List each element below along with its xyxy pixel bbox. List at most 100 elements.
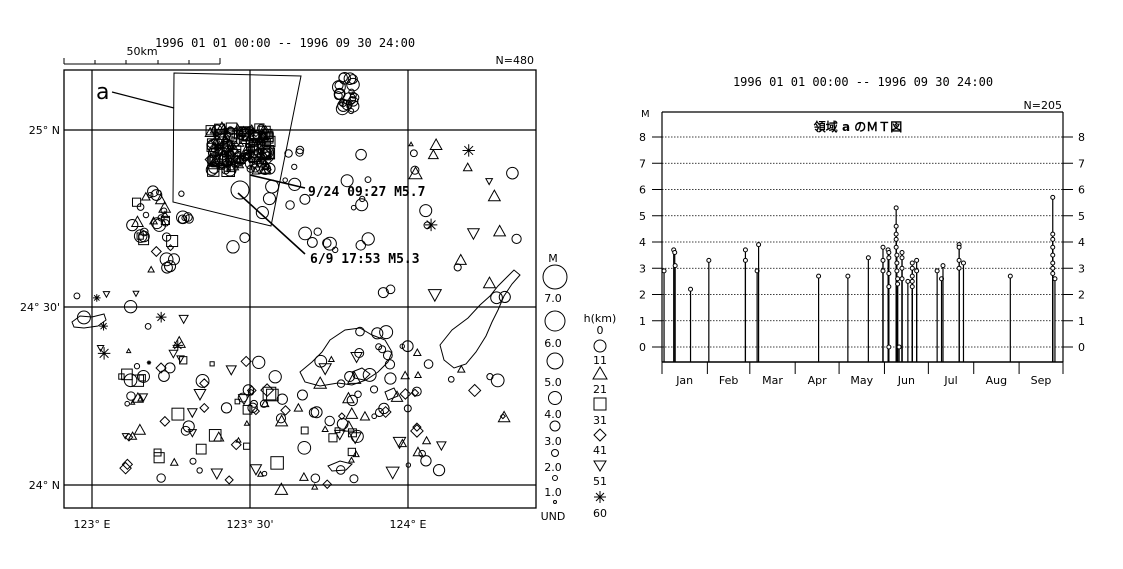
coastline-hateruma	[327, 460, 353, 472]
event-diamond	[232, 140, 240, 149]
event-circle	[355, 148, 367, 161]
event-square	[264, 132, 274, 142]
mt-event-point	[894, 260, 900, 266]
event-triangle	[125, 347, 132, 354]
event-triangle	[346, 370, 362, 384]
event-square	[263, 163, 270, 170]
mt-ytick-label-right: 5	[1078, 210, 1085, 223]
event-circle	[123, 299, 138, 314]
event-circle	[401, 340, 414, 353]
event-triangle	[293, 402, 304, 412]
event-triangle-down	[385, 466, 400, 480]
event-triangle-down	[485, 178, 494, 186]
event-triangle	[412, 446, 424, 457]
mt-title: 領域 a のＭＴ図	[813, 119, 902, 134]
lat-label: 24° N	[29, 479, 60, 492]
event-circle	[144, 323, 152, 330]
event-circle	[359, 195, 366, 203]
event-circle	[147, 185, 159, 198]
event-circle	[150, 189, 163, 201]
lat-label: 25° N	[29, 124, 60, 137]
coastline-ishigaki	[439, 269, 521, 369]
event-diamond	[256, 136, 265, 145]
region-a-label: a	[96, 80, 109, 105]
mt-month-label: May	[850, 374, 873, 387]
event-circle	[152, 218, 167, 232]
legend-square-icon	[593, 397, 607, 411]
event-diamond	[379, 405, 392, 419]
event-asterisk	[97, 347, 111, 360]
event-circle	[420, 455, 432, 467]
event-triangle	[218, 123, 229, 133]
event-circle	[218, 133, 231, 146]
event-circle	[314, 354, 328, 368]
event-square	[171, 407, 185, 421]
event-circle	[183, 212, 193, 222]
event-triangle	[226, 163, 237, 173]
event-diamond	[155, 362, 167, 374]
event-circle	[215, 136, 229, 150]
legend-diamond-icon	[593, 428, 607, 442]
legend-circle-icon	[593, 339, 607, 353]
mt-event-point	[880, 268, 886, 274]
mt-event-point	[956, 257, 962, 263]
mt-ytick-label-right: 2	[1078, 289, 1085, 302]
mt-event-point	[934, 268, 940, 274]
event-circle	[340, 174, 354, 188]
event-circle	[332, 80, 346, 94]
event-circle	[355, 198, 369, 212]
event-triangle	[237, 140, 245, 147]
event-triangle	[147, 265, 156, 273]
event-triangle	[347, 456, 355, 463]
event-circle	[298, 226, 312, 241]
coastlines	[71, 269, 521, 472]
event-diamond	[251, 406, 261, 416]
legend-m-label: 3.0	[544, 435, 562, 448]
legend-depth-label: 41	[593, 444, 607, 457]
event-circle	[226, 240, 240, 254]
event-circle	[139, 227, 149, 237]
event-asterisk	[155, 311, 167, 323]
event-triangle	[260, 398, 270, 408]
scale-label: 50km	[126, 45, 157, 58]
event-diamond	[159, 415, 171, 427]
mt-event-point	[688, 286, 694, 292]
mt-event-point	[1050, 231, 1056, 237]
event-circle	[123, 373, 138, 388]
event-triangle-down	[186, 408, 198, 419]
event-triangle-down	[193, 389, 207, 401]
event-circle	[189, 457, 197, 465]
mt-event-point	[706, 257, 712, 263]
event-circle	[158, 370, 170, 382]
event-triangle	[160, 210, 170, 219]
event-circle	[242, 384, 255, 396]
mt-event-point	[1050, 265, 1056, 271]
event-circle	[310, 473, 321, 484]
mt-event-point	[880, 257, 886, 263]
mt-month-label: Jun	[897, 374, 915, 387]
mt-event-point	[899, 276, 905, 282]
event-diamond	[412, 422, 422, 432]
event-square	[262, 386, 277, 401]
event-circle	[313, 227, 322, 236]
mt-ytick-label: 8	[639, 131, 646, 144]
event-diamond	[166, 244, 175, 252]
event-circle	[249, 399, 258, 408]
event-triangle-down	[178, 314, 189, 325]
mt-event-point	[1050, 194, 1056, 200]
lon-label: 123° E	[74, 518, 111, 531]
mt-event-point	[886, 284, 892, 290]
mt-ytick-label-right: 0	[1078, 341, 1085, 354]
event-asterisk	[172, 340, 184, 351]
event-circle	[511, 233, 522, 245]
event-circle	[369, 385, 379, 394]
event-triangle	[408, 166, 423, 180]
event-triangle	[408, 141, 414, 147]
event-triangle	[231, 123, 245, 135]
mt-event-point	[672, 250, 678, 255]
event-circle	[405, 462, 412, 468]
event-circle	[184, 214, 194, 224]
event-asterisk	[424, 218, 438, 232]
event-circle	[259, 399, 269, 408]
mt-event-point	[893, 205, 899, 211]
